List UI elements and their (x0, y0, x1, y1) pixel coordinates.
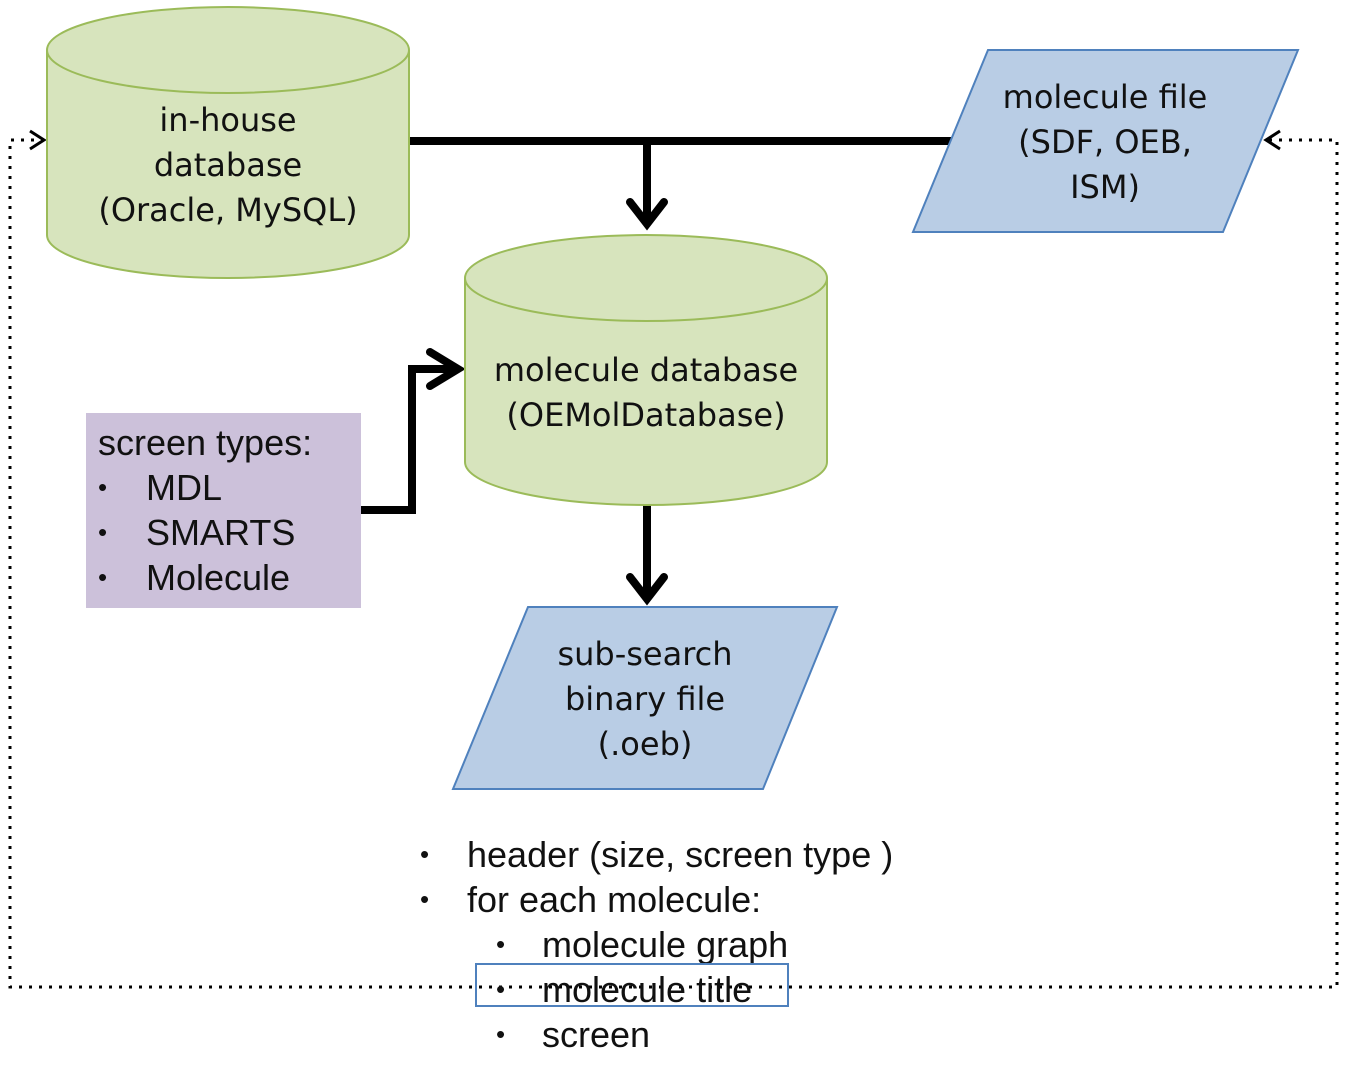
label-line: molecule database (493, 351, 799, 389)
molecule-sub-item-label: molecule graph (542, 924, 789, 965)
bullet-icon: • (98, 517, 108, 547)
screen-type-label: SMARTS (146, 512, 296, 553)
label-line: in-house (159, 101, 297, 139)
screen-types-box (86, 413, 361, 608)
list-item: • screen (420, 1012, 893, 1057)
bullet-icon: • (420, 839, 430, 869)
connector-screen-types-to-moldb (361, 365, 458, 514)
inhouse-database-label: in-house database (Oracle, MySQL) (48, 98, 408, 233)
bullet-icon: • (98, 472, 108, 502)
list-item: • MDL (98, 465, 295, 510)
label-line: (Oracle, MySQL) (98, 191, 358, 229)
screen-types-list: • MDL • SMARTS • Molecule (98, 465, 295, 600)
molecule-file-label: molecule file (SDF, OEB, ISM) (955, 75, 1255, 210)
label-line: ISM) (1070, 168, 1140, 206)
screen-type-label: MDL (146, 467, 223, 508)
list-item: • molecule title (420, 967, 893, 1012)
label-line: binary file (564, 680, 726, 718)
dotted-arrowhead-right (1263, 129, 1281, 151)
list-item: • for each molecule: (420, 877, 893, 922)
list-item: • molecule graph (420, 922, 893, 967)
molecule-sub-item-label: screen (542, 1014, 651, 1055)
label-line: (SDF, OEB, (1018, 123, 1192, 161)
molecule-title-highlight-box (475, 963, 789, 1007)
list-item: • header (size, screen type ) (420, 832, 893, 877)
bullet-icon: • (98, 562, 108, 592)
bullet-icon: • (420, 884, 430, 914)
file-contents-list: • header (size, screen type ) • for each… (420, 832, 893, 1057)
file-content-label: header (size, screen type ) (467, 834, 894, 875)
file-content-label: for each molecule: (467, 879, 762, 920)
molecule-database-label: molecule database (OEMolDatabase) (466, 348, 826, 438)
molecule-sub-item-label: molecule title (542, 969, 753, 1010)
label-line: (.oeb) (597, 725, 693, 763)
screen-types-title: screen types: (98, 422, 313, 463)
molecule-file-shape (911, 49, 1300, 233)
arrowhead-screen-types (426, 348, 466, 390)
bullet-icon: • (496, 929, 506, 959)
subsearch-file-label: sub-search binary file (.oeb) (495, 632, 795, 767)
inhouse-database-cylinder (46, 6, 410, 279)
dotted-arrowhead-left (29, 129, 47, 151)
label-line: database (153, 146, 303, 184)
bullet-icon: • (496, 974, 506, 1004)
bullet-icon: • (496, 1019, 506, 1049)
list-item: • Molecule (98, 555, 295, 600)
label-line: (OEMolDatabase) (506, 396, 786, 434)
subsearch-file-shape (451, 606, 839, 790)
label-line: sub-search (557, 635, 733, 673)
arrowhead-into-subsearch (626, 573, 668, 606)
list-item: • SMARTS (98, 510, 295, 555)
screen-type-label: Molecule (146, 557, 291, 598)
label-line: molecule file (1002, 78, 1208, 116)
arrowhead-into-moldb (626, 198, 668, 231)
molecule-database-cylinder (464, 234, 828, 506)
